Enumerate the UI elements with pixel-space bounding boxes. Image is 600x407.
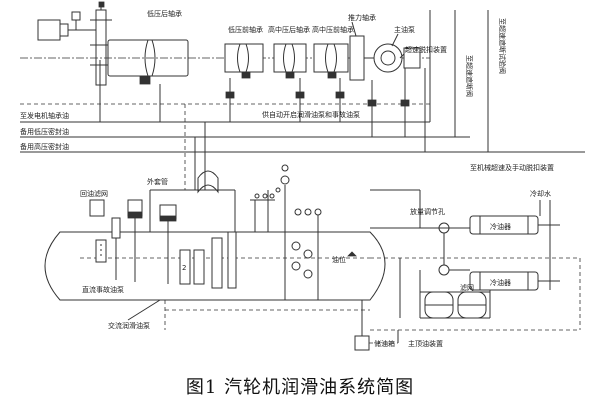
label-backup-lp-seal: 备用低压密封油 bbox=[20, 127, 69, 136]
label-cooler-bottom: 冷油器 bbox=[490, 278, 511, 287]
label-generator-bearing-oil: 至发电机轴承油 bbox=[20, 111, 69, 120]
svg-text:2: 2 bbox=[182, 264, 186, 272]
label-lp-rear-bearing: 低压后轴承 bbox=[147, 9, 182, 18]
lubrication-system-diagram: 低压后轴承 低压前轴承 高中压后轴承 高中压前轴承 推力轴承 主油泵 超速脱扣装… bbox=[20, 1, 585, 351]
turbine-shaft bbox=[20, 35, 430, 85]
label-hydraulic-supply: 供自动开启润滑油泵和事故油泵 bbox=[262, 110, 360, 119]
label-outer-tube: 外套管 bbox=[147, 177, 168, 186]
tank-internals: 2 bbox=[89, 164, 322, 300]
label-ac-pump: 交流润滑油泵 bbox=[108, 321, 150, 330]
label-cooling-water: 冷却水 bbox=[530, 189, 551, 198]
oil-headers bbox=[20, 10, 585, 190]
label-main-pump: 主油泵 bbox=[394, 25, 415, 34]
label-relief-orifice: 放量调节孔 bbox=[410, 207, 445, 216]
label-to-manual-overspeed: 至机械超速及手动脱扣装置 bbox=[470, 163, 554, 172]
label-storage-tank: 储油箱 bbox=[374, 339, 395, 348]
label-purifier: 主顶油装置 bbox=[408, 339, 443, 348]
label-oil-return-strainer: 回油滤网 bbox=[80, 189, 108, 198]
figure-caption: 图1 汽轮机润滑油系统简图 bbox=[185, 377, 415, 398]
label-to-overspeed-valve: 至超速遮断阀 bbox=[465, 55, 474, 97]
coolers-and-filters bbox=[370, 189, 560, 319]
label-hp-rear-bearing: 高中压后轴承 bbox=[268, 25, 310, 34]
label-overspeed-device: 超速脱扣装置 bbox=[405, 45, 447, 54]
label-oil-level: 油位 bbox=[332, 255, 346, 264]
storage-and-purifier bbox=[354, 300, 399, 351]
label-filter: 滤网 bbox=[460, 283, 474, 292]
label-thrust-bearing: 推力轴承 bbox=[348, 13, 376, 22]
label-emergency-pump: 直流事故油泵 bbox=[82, 285, 124, 294]
label-cooler-top: 冷油器 bbox=[490, 222, 511, 231]
turning-gear-motor bbox=[37, 1, 112, 86]
label-to-overspeed-test: 至超速遮断试验阀 bbox=[498, 18, 507, 74]
label-hp-front-bearing: 高中压前轴承 bbox=[312, 25, 354, 34]
label-lp-front-bearing: 低压前轴承 bbox=[228, 25, 263, 34]
label-backup-hp-seal: 备用高压密封油 bbox=[20, 142, 69, 151]
